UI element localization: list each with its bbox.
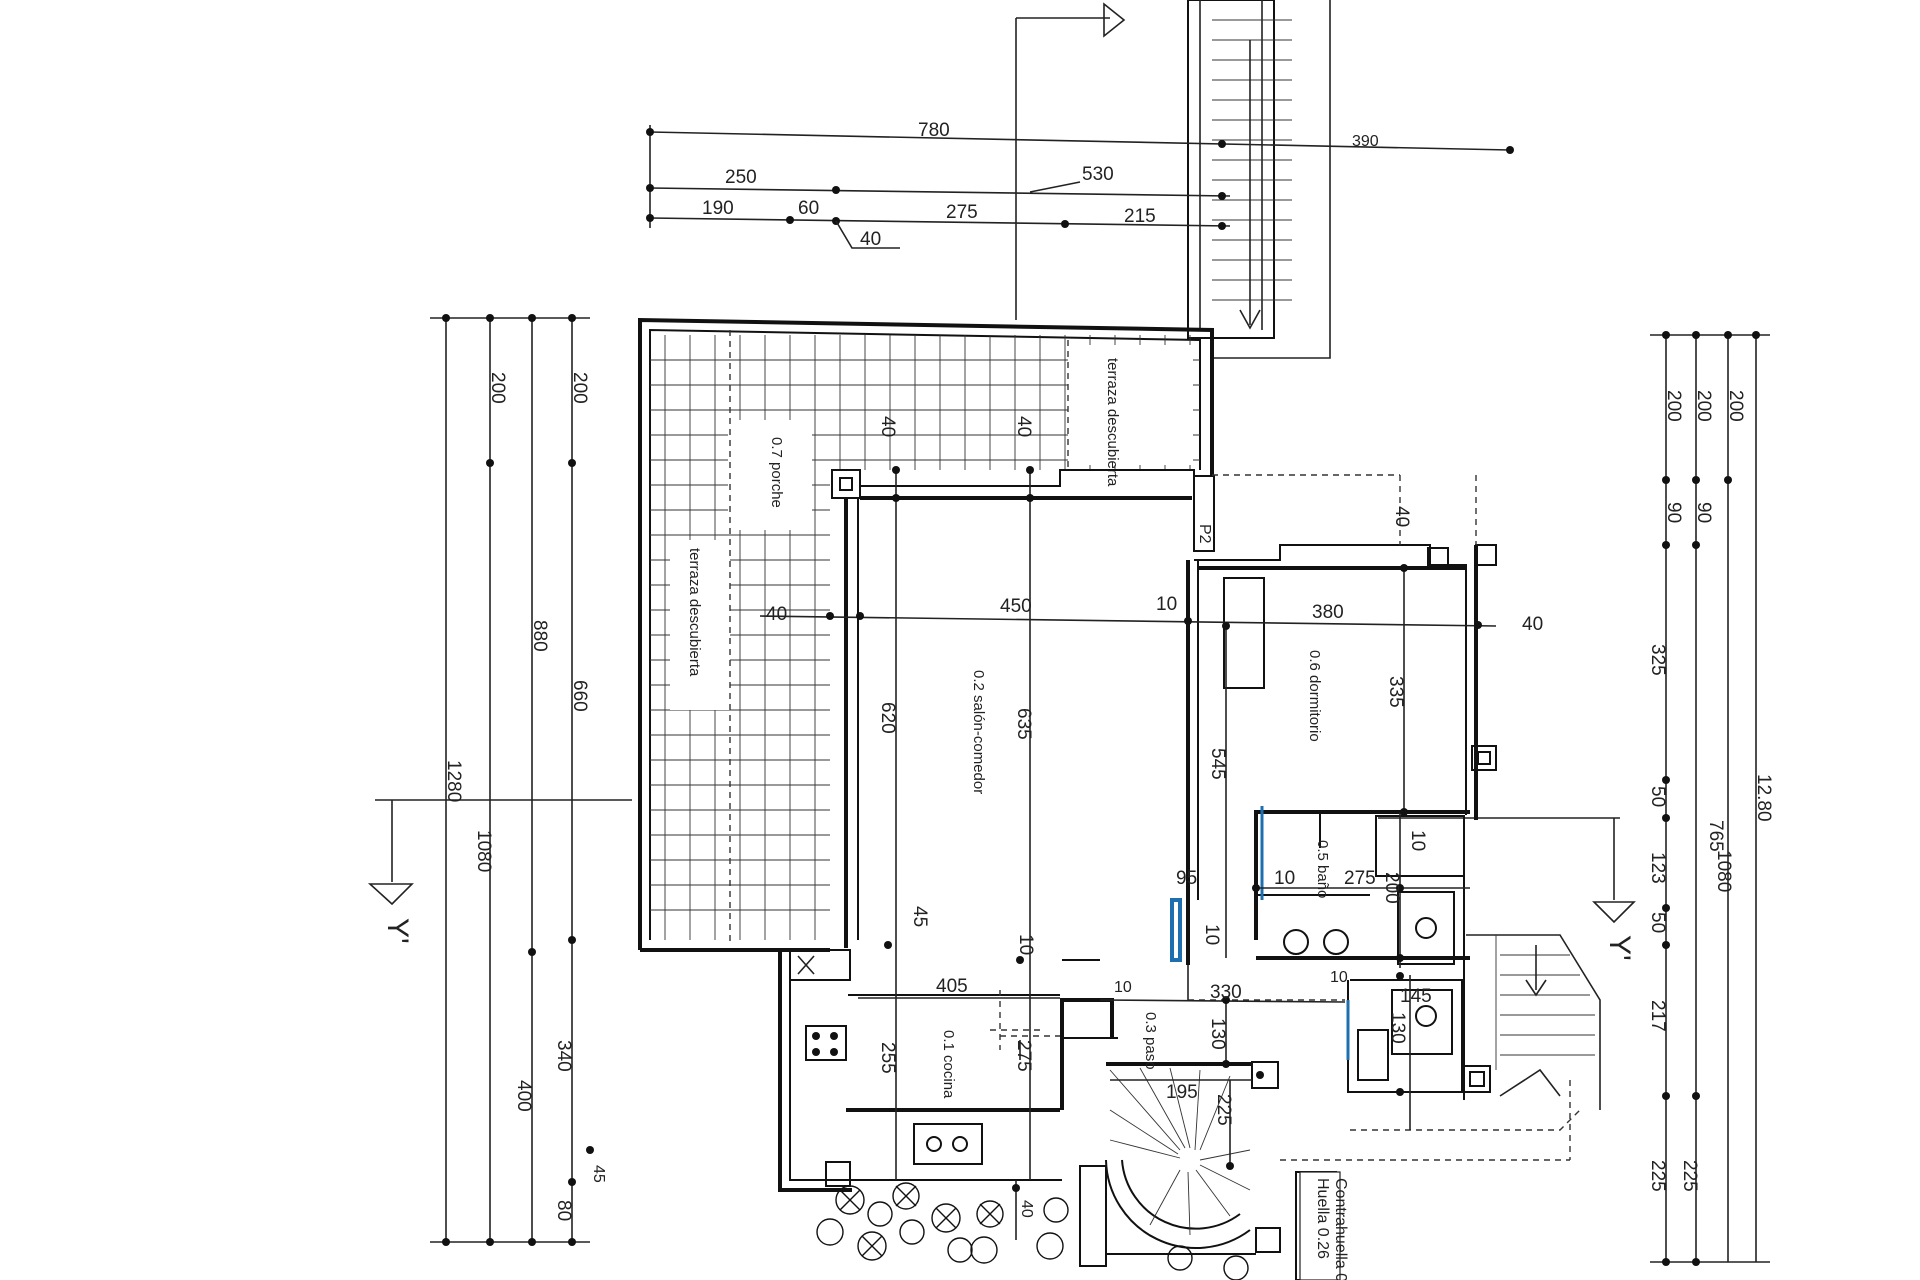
- dim-r-200-b: 200: [1693, 390, 1714, 422]
- dim-int-130-b: 130: [1207, 1018, 1228, 1050]
- dim-r-90-a: 90: [1663, 502, 1684, 523]
- stair-riser: Contrahuella 0.1: [1332, 1178, 1349, 1280]
- dim-r-50-a: 50: [1647, 786, 1668, 807]
- interior-dimension-lines: [759, 466, 1497, 1240]
- dim-int-635: 635: [1013, 708, 1034, 740]
- top-dimensions: 780 390 250 530 190 60 275 215 40: [646, 120, 1514, 250]
- dim-215: 215: [1124, 206, 1156, 227]
- dim-int-225: 225: [1213, 1094, 1234, 1126]
- dim-45: 45: [590, 1165, 607, 1183]
- dim-int-275-a: 275: [1344, 868, 1376, 889]
- dim-250: 250: [725, 167, 757, 188]
- dim-int-40-a: 40: [877, 416, 898, 437]
- dim-int-275-b: 275: [1013, 1040, 1034, 1072]
- dim-340: 340: [553, 1040, 574, 1072]
- dim-r-123: 123: [1647, 852, 1668, 884]
- dim-int-40-f: 40: [1018, 1200, 1035, 1218]
- dim-r-765: 765: [1705, 820, 1726, 852]
- dim-400: 400: [513, 1080, 534, 1112]
- dim-200-a: 200: [487, 372, 508, 404]
- label-p2: P2: [1196, 524, 1213, 544]
- dim-int-195: 195: [1166, 1082, 1198, 1103]
- dim-int-130-a: 130: [1387, 1012, 1408, 1044]
- room-labels: 0.2 salón-comedor 0.6 dormitorio 0.5 bañ…: [940, 650, 1331, 1099]
- dim-int-335: 335: [1385, 676, 1406, 708]
- dim-int-40-b: 40: [1013, 416, 1034, 437]
- garden-plants: [816, 1182, 1249, 1280]
- stair-note: Contrahuella 0.1 Huella 0.26: [1299, 1171, 1349, 1280]
- room-label-porche: 0.7 porche: [768, 437, 785, 508]
- dim-int-10-f: 10: [1114, 979, 1132, 996]
- dim-int-45: 45: [909, 906, 930, 927]
- dim-780: 780: [918, 120, 950, 141]
- dim-1280: 1280: [443, 760, 464, 802]
- main-walls: P2: [778, 469, 1601, 1280]
- left-dimensions: 1280 200 1080 880 400 200 660 340 45 80: [430, 314, 607, 1246]
- room-label-cocina: 0.1 cocina: [940, 1030, 957, 1099]
- section-mark-right: Y': [1603, 935, 1636, 961]
- room-label-salon: 0.2 salón-comedor: [970, 670, 987, 794]
- dim-int-40-d: 40: [1391, 506, 1412, 527]
- room-label-terraza-left: terraza descubierta: [686, 548, 703, 677]
- dim-int-10-b: 10: [1015, 934, 1036, 955]
- dim-r-1280: 12.80: [1753, 774, 1774, 822]
- dim-int-145: 145: [1400, 986, 1432, 1007]
- dim-int-255: 255: [877, 1042, 898, 1074]
- dim-80: 80: [553, 1200, 574, 1221]
- dim-int-545: 545: [1207, 748, 1228, 780]
- dim-530: 530: [1082, 164, 1114, 185]
- section-mark-left: Y': [381, 918, 414, 944]
- interior-dimension-text: 40 40 40 450 10 380 40 40 620 635 335 54…: [766, 416, 1543, 1218]
- dim-r-217: 217: [1647, 1000, 1668, 1032]
- dim-int-450: 450: [1000, 596, 1032, 617]
- dim-r-90-b: 90: [1693, 502, 1714, 523]
- dim-int-40-c: 40: [766, 604, 787, 625]
- dim-880: 880: [529, 620, 550, 652]
- dim-r-225-b: 225: [1679, 1160, 1700, 1192]
- dim-60: 60: [798, 198, 819, 219]
- dim-int-620: 620: [877, 702, 898, 734]
- room-label-terraza-top: terraza descubierta: [1104, 358, 1121, 487]
- terrace-area: 0.7 porche terraza descubierta terraza d…: [638, 317, 1214, 952]
- dim-r-50-b: 50: [1647, 912, 1668, 933]
- dim-int-10-d: 10: [1407, 830, 1428, 851]
- dim-r-200-c: 200: [1725, 390, 1746, 422]
- dim-r-225-a: 225: [1647, 1160, 1668, 1192]
- dim-40: 40: [860, 229, 881, 250]
- dim-200-b: 200: [569, 372, 590, 404]
- right-dimensions: 200 90 325 50 123 50 217 225 200 90 765 …: [1647, 331, 1774, 1266]
- stair-tread: Huella 0.26: [1314, 1178, 1331, 1259]
- dim-r-1080: 1080: [1713, 850, 1734, 892]
- top-stair: [1187, 0, 1331, 359]
- dim-int-10-c: 10: [1274, 868, 1295, 889]
- room-label-bano: 0.5 baño: [1314, 840, 1331, 898]
- dim-int-10-a: 10: [1156, 594, 1177, 615]
- dim-1080-a: 1080: [473, 830, 494, 872]
- dim-int-380: 380: [1312, 602, 1344, 623]
- dim-660: 660: [569, 680, 590, 712]
- dim-int-95: 95: [1176, 868, 1197, 889]
- dim-r-200-a: 200: [1663, 390, 1684, 422]
- dim-r-325: 325: [1647, 644, 1668, 676]
- dim-int-10-e: 10: [1201, 924, 1222, 945]
- section-line-y: Y' Y': [367, 799, 1636, 961]
- dim-int-10-g: 10: [1330, 969, 1348, 986]
- dim-int-405: 405: [936, 976, 968, 997]
- dim-int-200: 200: [1381, 872, 1402, 904]
- dim-int-330: 330: [1210, 982, 1242, 1003]
- section-mark-top: [1015, 2, 1126, 320]
- dim-390: 390: [1352, 133, 1379, 150]
- room-label-dormitorio: 0.6 dormitorio: [1306, 650, 1323, 742]
- room-label-paso: 0.3 paso: [1142, 1012, 1159, 1070]
- dim-275: 275: [946, 202, 978, 223]
- dim-int-40-e: 40: [1522, 614, 1543, 635]
- dim-190: 190: [702, 198, 734, 219]
